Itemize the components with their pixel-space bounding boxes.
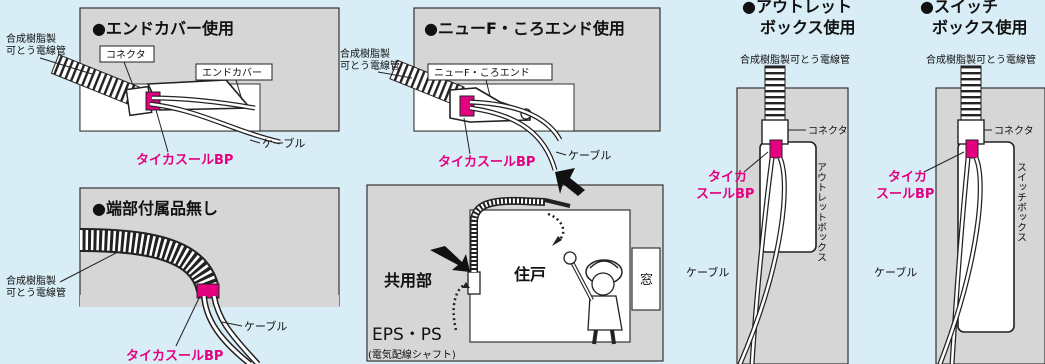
shaft-box	[467, 271, 481, 295]
eps-sub-label: (電気配線シャフト)	[368, 348, 456, 361]
room-panel: 窓 共用部 住戸 EPS・PS (電気配線シャフト)	[366, 168, 664, 362]
switch-title-2: ボックス使用	[932, 18, 1028, 37]
cable-label: ケーブル	[874, 265, 917, 279]
product-label-1: タイカ	[888, 170, 927, 185]
common-area-label: 共用部	[384, 271, 432, 290]
pipe-label: 合成樹脂製可とう電線管	[926, 53, 1036, 66]
switch-title-1: ●スイッチ	[920, 0, 998, 16]
pipe-label-2: 可とう電線管	[6, 44, 66, 57]
end-cover-label: エンドカバー	[202, 67, 262, 79]
pipe-label: 合成樹脂製可とう電線管	[740, 53, 850, 66]
end-cover-title: ●エンドカバー使用	[92, 19, 234, 38]
connector-label: コネクタ	[808, 125, 848, 137]
outlet-title-1: ●アウトレット	[742, 0, 852, 16]
worker-figure	[563, 251, 623, 345]
product-label: タイカスールBP	[136, 153, 233, 168]
box-label: スイッチボックス	[1015, 162, 1027, 242]
big-arrow	[430, 246, 470, 272]
new-f-panel: ●ニューF・ころエンド使用 合成樹脂製 可とう電線管 ニューF・ころエンド ケー…	[340, 7, 661, 171]
end-cover-panel: ●エンドカバー使用 合成樹脂製 可とう電線管 コネクタ エンドカバー ケーブル …	[6, 7, 340, 168]
connector-label: コネクタ	[994, 125, 1034, 137]
switch-panel: ●スイッチ ボックス使用 合成樹脂製可とう電線管 コネクタ タイカ スールBP …	[874, 0, 1045, 364]
window-label: 窓	[640, 272, 653, 288]
switch-box	[957, 141, 1015, 333]
cable-label: ケーブル	[262, 136, 305, 150]
product-label-2: スールBP	[876, 187, 934, 202]
new-f-title: ●ニューF・ころエンド使用	[424, 19, 625, 38]
floor-slab	[80, 295, 339, 307]
outlet-title-2: ボックス使用	[760, 18, 856, 37]
box-label: アウトレットボックス	[815, 162, 827, 262]
pipe-label-2: 可とう電線管	[340, 59, 400, 72]
dwelling-label: 住戸	[514, 265, 546, 284]
pipe-label-1: 合成樹脂製	[340, 47, 390, 60]
dotted-arrow	[452, 282, 467, 331]
eps-label: EPS・PS	[372, 325, 442, 345]
outlet-panel: ●アウトレット ボックス使用 合成樹脂製可とう電線管 コネクタ タイカ スールB…	[686, 0, 856, 364]
no-fitting-title: ●端部付属品無し	[92, 199, 218, 218]
cable-label: ケーブル	[244, 319, 287, 333]
product-label: タイカスールBP	[438, 155, 535, 170]
pipe-label-1: 合成樹脂製	[6, 32, 56, 45]
taika-sealant-mark	[965, 139, 979, 159]
fitting-label: ニューF・ころエンド	[434, 68, 530, 79]
pipe-label-2: 可とう電線管	[6, 286, 66, 299]
product-label-2: スールBP	[696, 187, 754, 202]
window-frame	[631, 247, 661, 311]
no-fitting-panel: ●端部付属品無し 合成樹脂製 可とう電線管 ケーブル タイカスールBP	[6, 187, 340, 364]
product-label-1: タイカ	[708, 170, 747, 185]
pipe-label-1: 合成樹脂製	[6, 274, 56, 287]
product-label: タイカスールBP	[126, 349, 223, 364]
taika-sealant-mark	[196, 283, 220, 299]
big-arrow	[555, 168, 585, 196]
taika-sealant-mark	[769, 139, 783, 159]
cable-label: ケーブル	[568, 148, 611, 162]
cable-label: ケーブル	[686, 265, 729, 279]
connector-label: コネクタ	[106, 49, 146, 61]
